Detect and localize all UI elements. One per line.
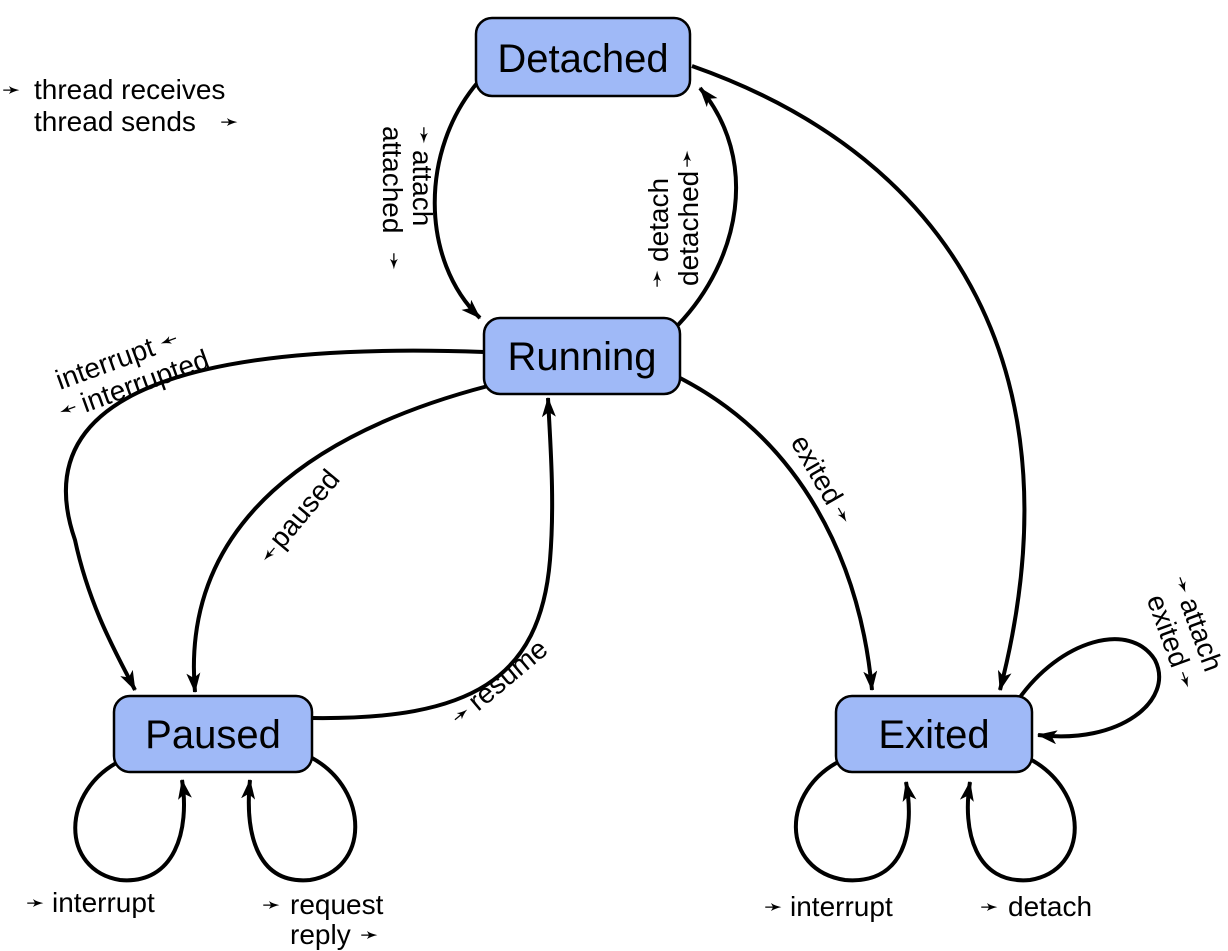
state-exited: Exited (834, 694, 1034, 774)
edge-running-to-detached (676, 86, 739, 327)
edge-paused-to-running (311, 397, 556, 721)
label-attach: attach (407, 150, 438, 226)
send-arrow-icon: ➛ (381, 252, 406, 270)
state-exited-label: Exited (878, 713, 989, 757)
state-running: Running (482, 316, 682, 396)
receive-arrow-icon: ➛ (645, 270, 670, 288)
edge-exited-self-interrupt (794, 758, 917, 883)
label-exited-detach: detach (1008, 891, 1092, 922)
label-paused-group: ➛ paused (254, 464, 346, 569)
label-reply: reply (290, 919, 351, 950)
edge-detached-to-running (432, 80, 482, 320)
state-detached: Detached (474, 16, 692, 98)
edge-paused-self-interrupt (73, 758, 192, 883)
label-exited: exited (785, 430, 849, 510)
label-detached: detached (673, 171, 704, 286)
label-exited-attach-group: ➛ attach exited ➛ (1141, 572, 1228, 693)
label-interrupt-group: interrupt ➛ ➛ interrupted (51, 326, 213, 424)
send-arrow-icon: ➛ (360, 923, 378, 948)
edges (64, 64, 1162, 883)
edge-running-to-exited (679, 376, 878, 691)
legend-sends-label: thread sends (34, 106, 196, 137)
legend-receives-label: thread receives (34, 74, 225, 105)
edge-paused-self-request (241, 756, 358, 883)
label-resume-group: ➛ resume (446, 633, 553, 731)
state-detached-label: Detached (497, 37, 668, 81)
send-arrow-icon: ➛ (1170, 667, 1200, 693)
receive-arrow-icon: ➛ (2, 78, 20, 103)
edge-exited-self-attach (1016, 637, 1162, 745)
edge-exited-self-detach (959, 756, 1077, 883)
receive-arrow-icon: ➛ (411, 126, 436, 144)
receive-arrow-icon: ➛ (980, 895, 998, 920)
edge-labels: ➛ attach attached ➛ ➛ detach detached ➛ … (26, 126, 1228, 950)
receive-arrow-icon: ➛ (26, 891, 44, 916)
edge-detached-to-exited (691, 64, 1027, 691)
label-resume: resume (462, 633, 553, 717)
send-arrow-icon: ➛ (220, 110, 238, 135)
state-paused-label: Paused (145, 713, 281, 757)
send-arrow-icon: ➛ (827, 501, 858, 529)
receive-arrow-icon: ➛ (155, 326, 181, 356)
label-request: request (290, 889, 384, 920)
label-paused-interrupt: interrupt (52, 887, 155, 918)
label-attached: attached (377, 126, 408, 233)
label-detach: detach (643, 178, 674, 262)
label-paused: paused (263, 464, 346, 554)
legend: ➛ thread receives thread sends ➛ (2, 74, 238, 137)
state-running-label: Running (507, 335, 656, 379)
send-arrow-icon: ➛ (55, 394, 81, 424)
receive-arrow-icon: ➛ (262, 893, 280, 918)
state-paused: Paused (112, 694, 314, 774)
send-arrow-icon: ➛ (675, 150, 700, 168)
label-attach-group: ➛ attach attached ➛ (377, 126, 438, 270)
label-exited-interrupt: interrupt (790, 891, 893, 922)
edge-running-to-paused-interrupt (64, 348, 485, 691)
label-detach-group: ➛ detach detached ➛ (643, 150, 704, 288)
edge-running-to-paused (186, 384, 489, 693)
receive-arrow-icon: ➛ (764, 895, 782, 920)
